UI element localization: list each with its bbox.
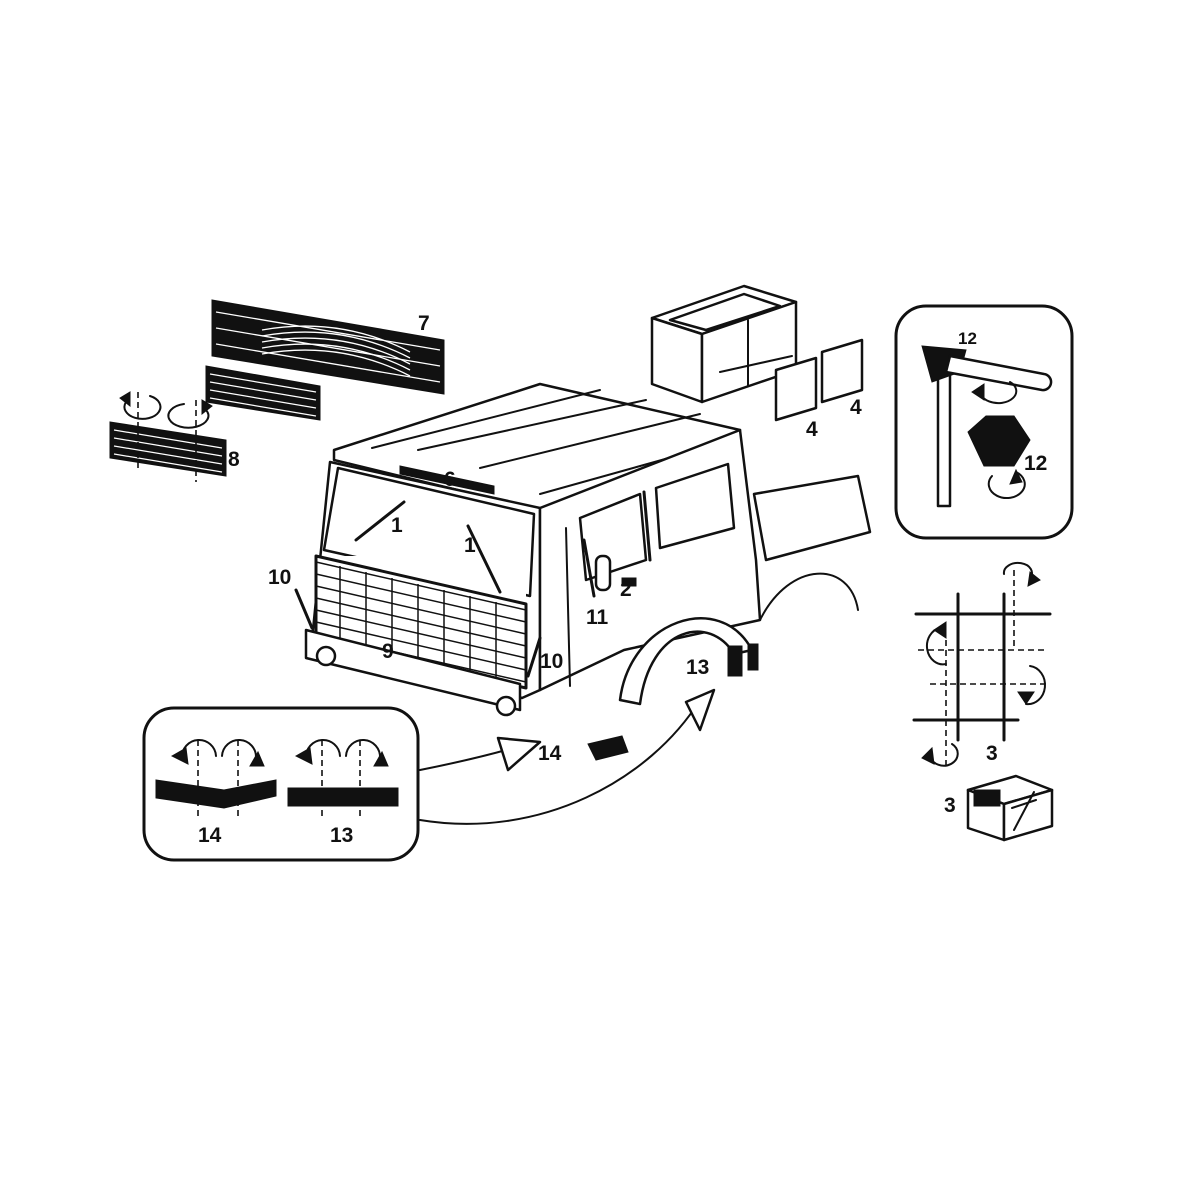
callout-inset-step-14: 14: [198, 824, 222, 847]
small-grille-lower-part: [109, 421, 227, 477]
callout-battery-cover-right: 4: [850, 396, 862, 419]
callout-front-panel-grille: 7: [418, 312, 430, 335]
callout-front-step: 14: [538, 742, 562, 765]
small-grille-upper-part: [205, 365, 321, 421]
front-panel-grille-part: [211, 299, 445, 395]
callout-small-grille: 8: [228, 448, 240, 471]
callout-wiper-left: 1: [391, 514, 403, 537]
battery-grid-detail: [912, 561, 1054, 842]
callout-mirror-arm-bottom: 12: [1024, 452, 1047, 475]
callout-roof-visor: 6: [444, 468, 456, 491]
truck-cab: [294, 382, 872, 761]
battery-box-part: [650, 284, 864, 422]
inset-steps: [142, 706, 420, 862]
callout-mirror: 11: [586, 606, 609, 629]
callout-door-handle: 2: [620, 578, 632, 601]
callout-corner-rod-right: 10: [540, 650, 563, 673]
inset-mirror-arm: [894, 304, 1074, 540]
callout-wiper-right: 1: [464, 534, 476, 557]
callout-lower-grille: 9: [382, 640, 394, 663]
callout-battery-cover-left: 4: [806, 418, 818, 441]
callout-corner-rod-left: 10: [268, 566, 291, 589]
rotation-arrows-grille: [119, 391, 213, 482]
callout-labels: 1 1 2 3 3 4 4 6 7 8 9 10 10 11 12 12 13 …: [198, 312, 1047, 847]
callout-battery-grid: 3: [986, 742, 998, 765]
callout-inset-step-13: 13: [330, 824, 353, 847]
connector-arrows: [419, 688, 716, 825]
callout-mirror-arm-top: 12: [958, 329, 977, 348]
callout-mudguard-step: 13: [686, 656, 709, 679]
callout-battery-detail: 3: [944, 794, 956, 817]
